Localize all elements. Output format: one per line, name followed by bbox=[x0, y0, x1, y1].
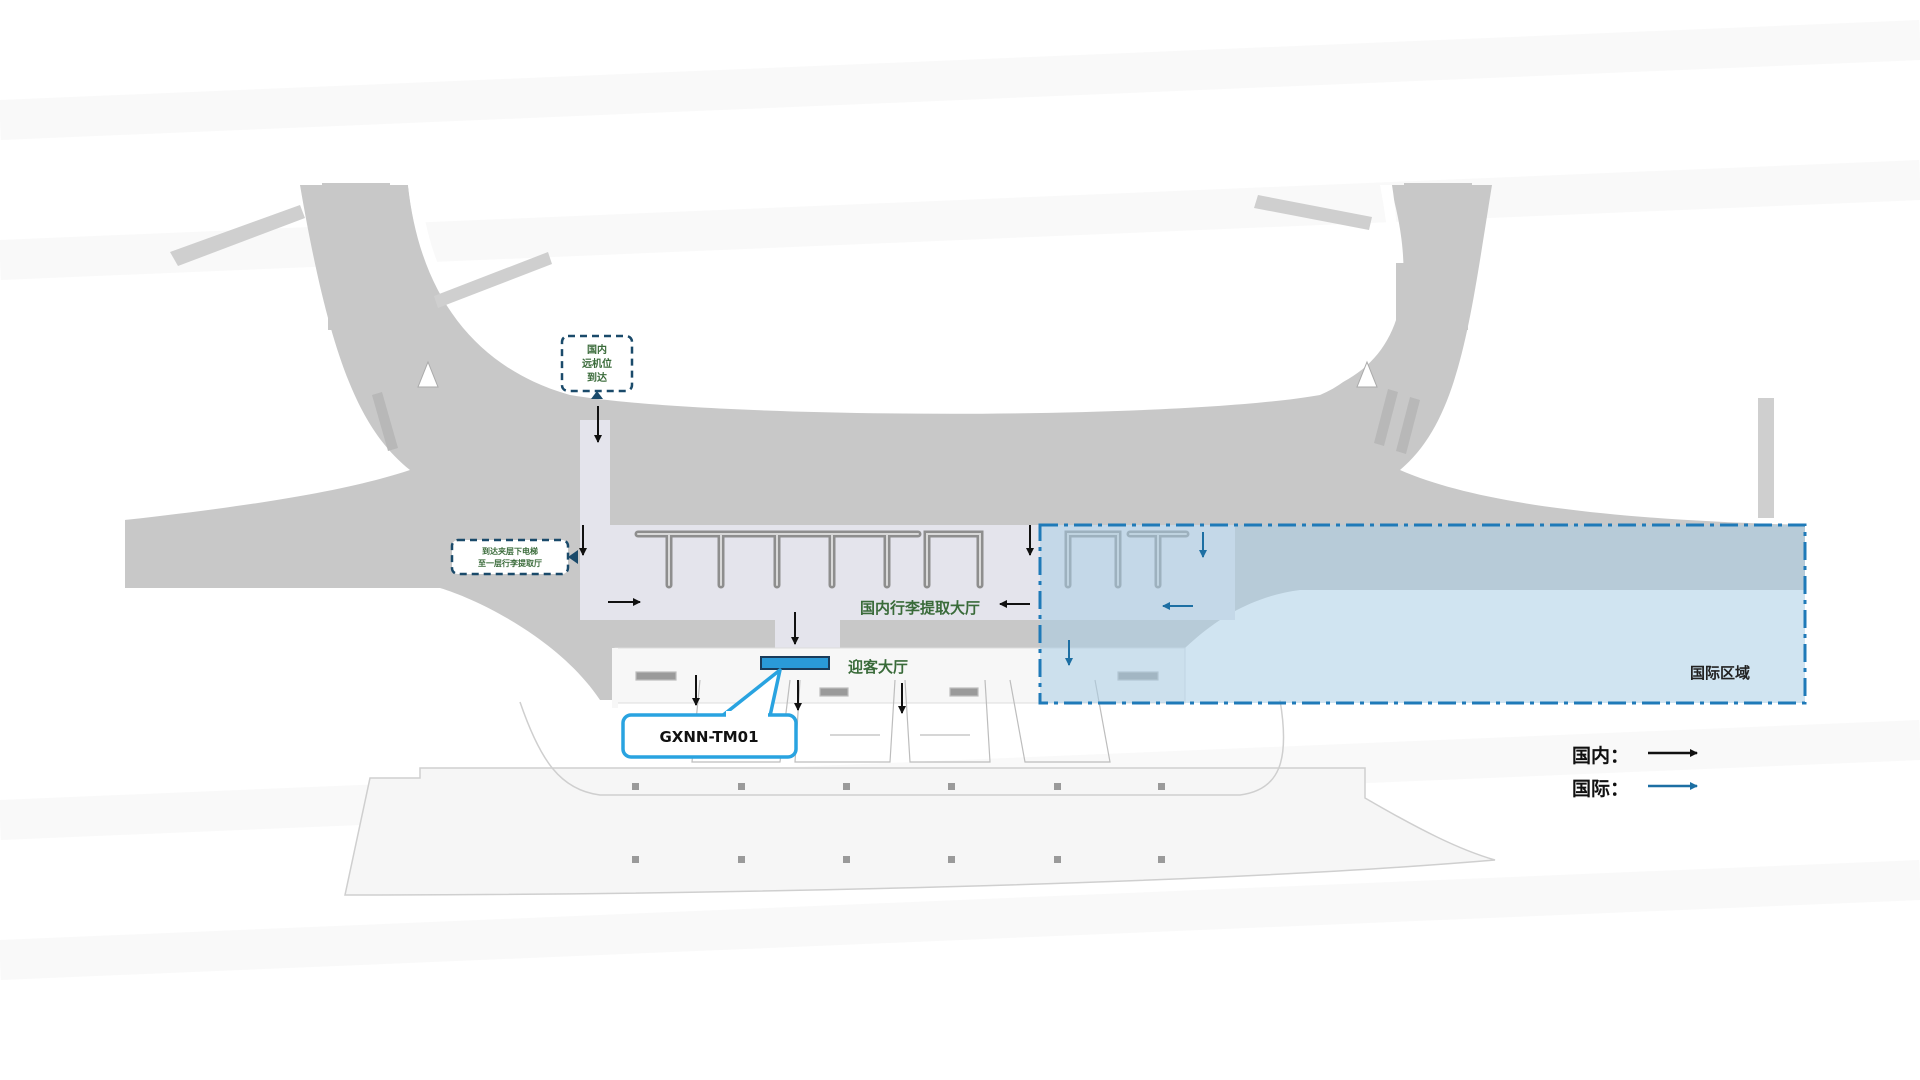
legend-domestic-label: 国内： bbox=[1572, 744, 1629, 767]
international-arrows bbox=[1065, 532, 1207, 666]
international-zone: 国际区域 bbox=[1038, 523, 1807, 705]
legend-international-label: 国际： bbox=[1572, 778, 1629, 800]
terminal-building bbox=[344, 699, 1496, 896]
remote-label-1: 国内 bbox=[587, 343, 607, 356]
escalator-label-1: 到达夹层下电梯 bbox=[482, 546, 538, 556]
domestic-arrows bbox=[579, 406, 1034, 714]
domestic-remote-arrival: 国内 远机位 到达 bbox=[560, 334, 634, 399]
international-area-label: 国际区域 bbox=[1690, 664, 1750, 682]
remote-label-2: 远机位 bbox=[582, 357, 612, 370]
remote-label-3: 到达 bbox=[587, 371, 607, 384]
device-marker[interactable]: GXNN-TM01 bbox=[621, 656, 830, 759]
baggage-hall-label: 国内行李提取大厅 bbox=[860, 599, 980, 617]
legend: 国内： 国际： bbox=[1572, 744, 1698, 800]
device-code-label: GXNN-TM01 bbox=[659, 728, 758, 746]
columns bbox=[632, 783, 1165, 863]
greeting-hall-label: 迎客大厅 bbox=[848, 658, 908, 676]
escalator-note: 到达夹层下电梯 至一层行李提取厅 bbox=[450, 538, 578, 576]
escalator-label-2: 至一层行李提取厅 bbox=[478, 558, 542, 568]
